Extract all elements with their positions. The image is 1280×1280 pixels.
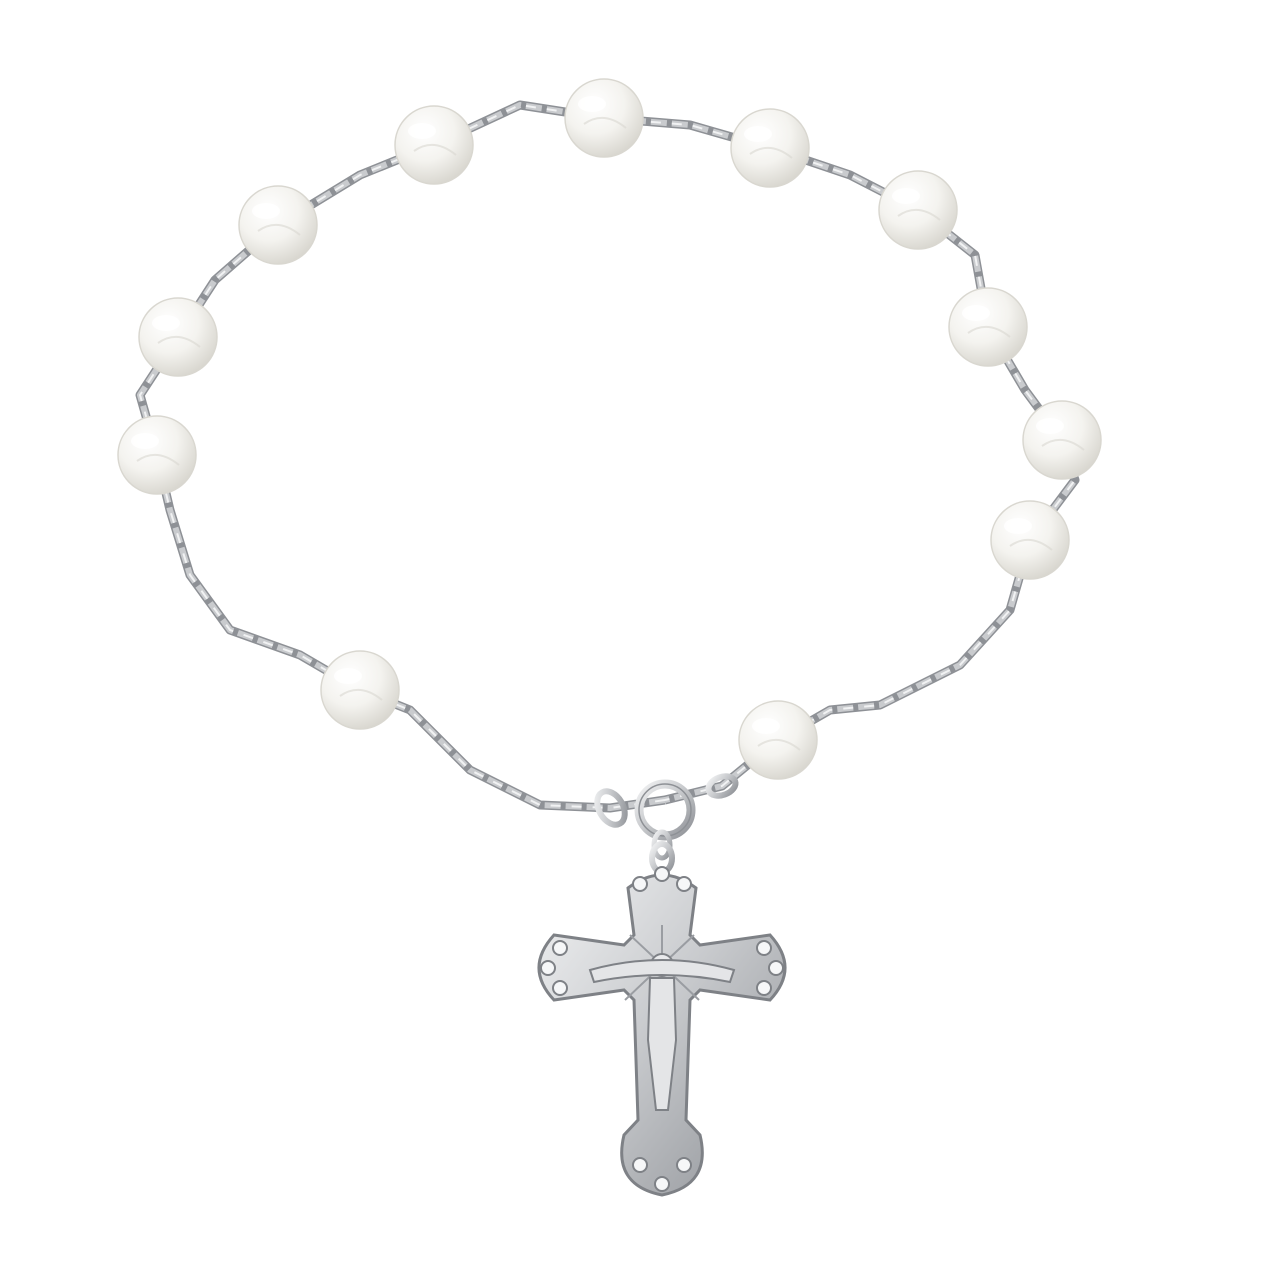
bead <box>948 287 1028 367</box>
bead <box>730 108 810 188</box>
chain-highlight <box>138 103 1077 810</box>
bead <box>990 500 1070 580</box>
bead <box>394 105 474 185</box>
crucifix-pendant <box>537 841 787 1197</box>
bracelet-beads <box>117 78 1102 780</box>
bead <box>1022 400 1102 480</box>
bead <box>238 185 318 265</box>
bead <box>320 650 400 730</box>
bead <box>738 700 818 780</box>
bracelet-chain <box>135 100 1080 813</box>
bead <box>117 415 197 495</box>
bead <box>138 297 218 377</box>
spring-ring-clasp <box>594 773 739 861</box>
bead <box>878 170 958 250</box>
bead <box>564 78 644 158</box>
